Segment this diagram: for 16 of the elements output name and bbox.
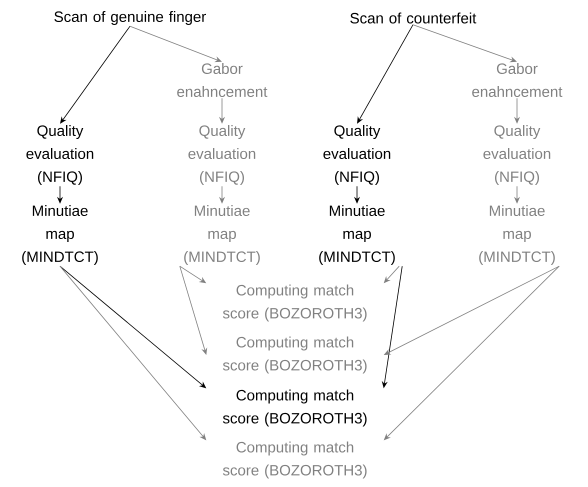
step-label: Minutiae map (MINDTCT)	[22, 205, 98, 265]
step-label: Quality evaluation (NFIQ)	[483, 125, 550, 185]
step-label: Quality evaluation (NFIQ)	[26, 125, 94, 185]
step-label: Gabor enahncement	[472, 63, 562, 97]
step-label: Minutiae map (MINDTCT)	[319, 205, 395, 265]
step-label: Gabor enahncement	[177, 63, 268, 97]
step-label: Quality evaluation (NFIQ)	[188, 125, 256, 185]
step-label: Minutiae map (MINDTCT)	[479, 205, 555, 265]
step-label: Computing match score (BOZOROTH3)	[222, 390, 367, 426]
step-label: Computing match score (BOZOROTH3)	[222, 336, 367, 374]
step-label: Scan of counterfeit	[350, 12, 476, 24]
step-label: Scan of genuine finger	[54, 11, 206, 25]
step-label: Minutiae map (MINDTCT)	[184, 205, 260, 265]
step-label: Computing match score (BOZOROTH3)	[222, 284, 367, 322]
step-label: Computing match score (BOZOROTH3)	[222, 442, 367, 478]
step-label: Quality evaluation (NFIQ)	[323, 125, 390, 185]
